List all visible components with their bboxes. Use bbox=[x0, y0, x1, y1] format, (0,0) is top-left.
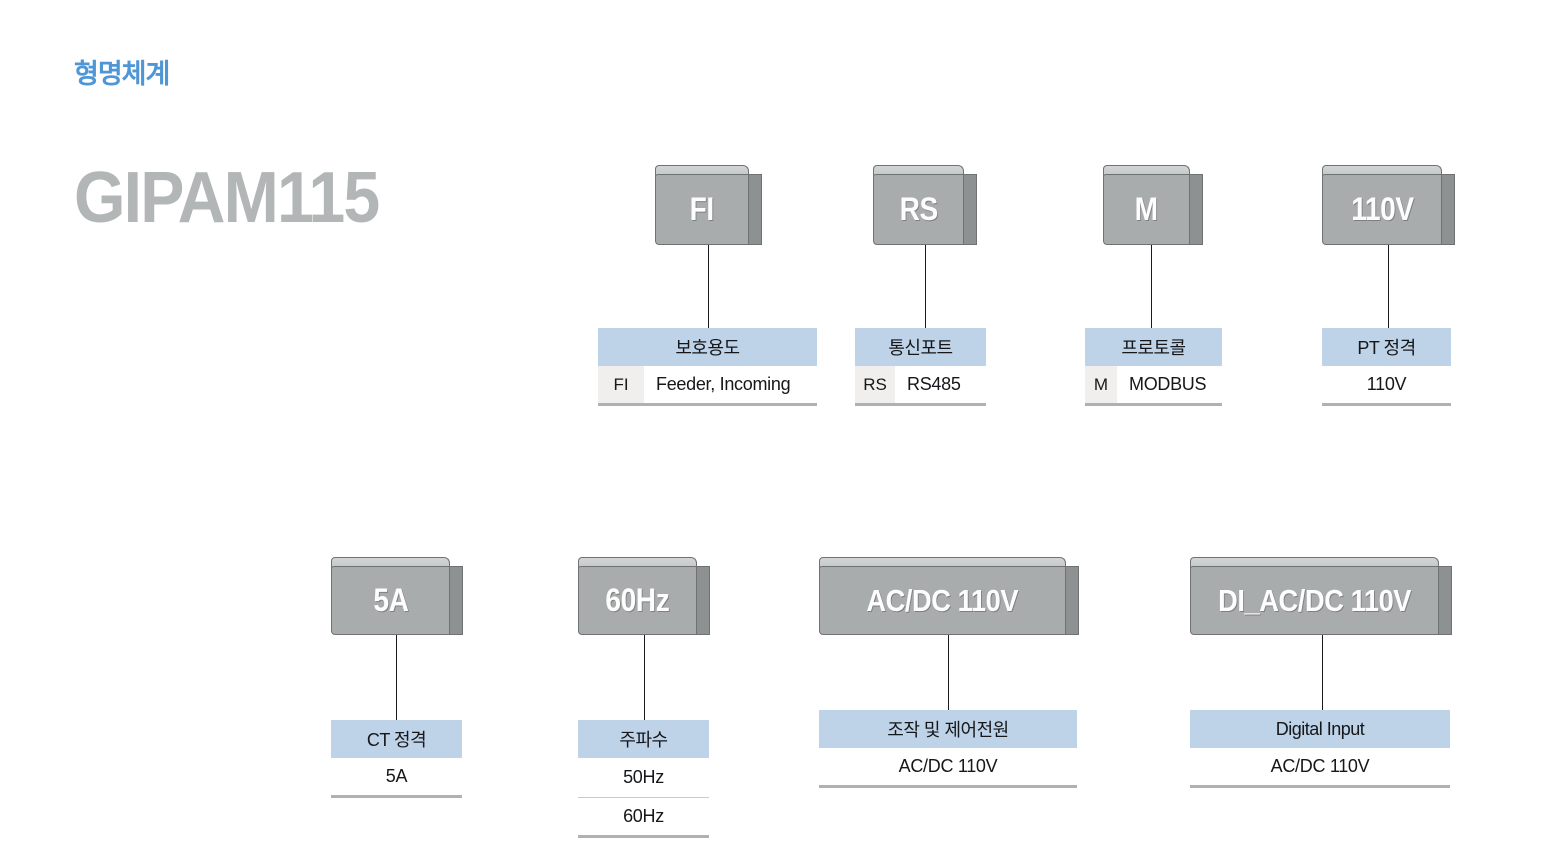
code-box-acdc-110v[interactable]: AC/DC 110V bbox=[819, 557, 1079, 635]
box-side-face bbox=[697, 566, 710, 635]
box-front-face: AC/DC 110V bbox=[819, 566, 1066, 635]
connector-line bbox=[948, 635, 949, 720]
connector-line bbox=[1151, 245, 1152, 328]
box-side-face bbox=[1442, 174, 1455, 245]
table-control-power: 조작 및 제어전원 AC/DC 110V bbox=[819, 710, 1077, 788]
box-side-face bbox=[450, 566, 463, 635]
table-ct-rating: CT 정격 5A bbox=[331, 720, 462, 798]
table-header: 조작 및 제어전원 bbox=[819, 710, 1077, 748]
box-side-face bbox=[749, 174, 762, 245]
box-side-face bbox=[1190, 174, 1203, 245]
code-box-5a[interactable]: 5A bbox=[331, 557, 463, 635]
code-box-label: M bbox=[1134, 191, 1159, 227]
code-box-rs[interactable]: RS bbox=[873, 165, 977, 245]
code-box-label: AC/DC 110V bbox=[866, 582, 1019, 618]
code-box-label: 110V bbox=[1350, 191, 1414, 227]
table-header: Digital Input bbox=[1190, 710, 1450, 748]
connector-line bbox=[644, 635, 645, 720]
table-frequency: 주파수 50Hz 60Hz bbox=[578, 720, 709, 838]
table-header: CT 정격 bbox=[331, 720, 462, 758]
row-value: 60Hz bbox=[623, 806, 664, 826]
connector-line bbox=[1388, 245, 1389, 328]
table-comm-port: 통신포트 RS RS485 bbox=[855, 328, 986, 406]
row-value: RS485 bbox=[907, 374, 961, 394]
table-pt-rating: PT 정격 110V bbox=[1322, 328, 1451, 406]
row-value: 50Hz bbox=[623, 767, 664, 787]
box-front-face: DI_AC/DC 110V bbox=[1190, 566, 1439, 635]
table-row: FI Feeder, Incoming bbox=[598, 366, 817, 406]
box-front-face: FI bbox=[655, 174, 749, 245]
row-value: MODBUS bbox=[1129, 374, 1207, 394]
table-digital-input: Digital Input AC/DC 110V bbox=[1190, 710, 1450, 788]
code-box-label: FI bbox=[689, 191, 715, 227]
table-protocol: 프로토콜 M MODBUS bbox=[1085, 328, 1222, 406]
box-front-face: 110V bbox=[1322, 174, 1442, 245]
connector-line bbox=[925, 245, 926, 328]
box-front-face: M bbox=[1103, 174, 1190, 245]
table-row: 110V bbox=[1322, 366, 1451, 406]
code-box-label: DI_AC/DC 110V bbox=[1218, 582, 1411, 618]
table-row: M MODBUS bbox=[1085, 366, 1222, 406]
row-value: 5A bbox=[385, 766, 408, 786]
model-name: GIPAM115 bbox=[74, 158, 380, 238]
code-box-m[interactable]: M bbox=[1103, 165, 1203, 245]
box-front-face: 60Hz bbox=[578, 566, 697, 635]
connector-line bbox=[708, 245, 709, 328]
row-value: AC/DC 110V bbox=[1270, 756, 1370, 776]
code-box-60hz[interactable]: 60Hz bbox=[578, 557, 710, 635]
table-row: 60Hz bbox=[578, 798, 709, 838]
table-header: 통신포트 bbox=[855, 328, 986, 366]
connector-line bbox=[396, 635, 397, 720]
code-box-110v[interactable]: 110V bbox=[1322, 165, 1455, 245]
table-row: AC/DC 110V bbox=[819, 748, 1077, 788]
row-code: M bbox=[1085, 366, 1117, 403]
box-side-face bbox=[964, 174, 977, 245]
row-code: FI bbox=[598, 366, 644, 403]
table-header: PT 정격 bbox=[1322, 328, 1451, 366]
code-box-label: 5A bbox=[372, 582, 409, 618]
box-front-face: 5A bbox=[331, 566, 450, 635]
table-row: AC/DC 110V bbox=[1190, 748, 1450, 788]
table-header: 보호용도 bbox=[598, 328, 817, 366]
page-title: 형명체계 bbox=[74, 59, 170, 89]
row-value: 110V bbox=[1366, 374, 1407, 394]
box-side-face bbox=[1439, 566, 1452, 635]
table-protection-use: 보호용도 FI Feeder, Incoming bbox=[598, 328, 817, 406]
row-value: Feeder, Incoming bbox=[656, 374, 791, 394]
row-code: RS bbox=[855, 366, 895, 403]
code-box-fi[interactable]: FI bbox=[655, 165, 762, 245]
table-row: RS RS485 bbox=[855, 366, 986, 406]
code-box-di-acdc-110v[interactable]: DI_AC/DC 110V bbox=[1190, 557, 1452, 635]
table-header: 주파수 bbox=[578, 720, 709, 758]
connector-line bbox=[1322, 635, 1323, 720]
code-box-label: RS bbox=[899, 191, 938, 227]
box-side-face bbox=[1066, 566, 1079, 635]
table-row: 5A bbox=[331, 758, 462, 798]
row-value: AC/DC 110V bbox=[898, 756, 998, 776]
code-box-label: 60Hz bbox=[605, 582, 670, 618]
table-header: 프로토콜 bbox=[1085, 328, 1222, 366]
table-row: 50Hz bbox=[578, 758, 709, 798]
box-front-face: RS bbox=[873, 174, 964, 245]
